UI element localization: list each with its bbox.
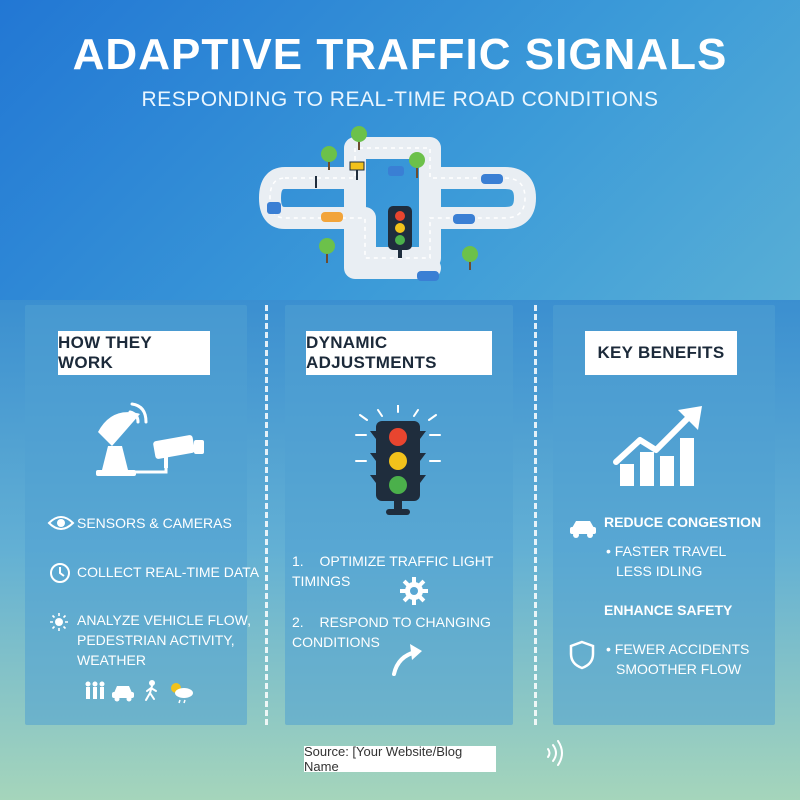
signal-waves-icon xyxy=(547,740,563,766)
list-item-text: RESPOND TO CHANGING CONDITIONS xyxy=(292,614,491,650)
people-icon xyxy=(85,681,105,699)
benefit-bullet: • FEWER ACCIDENTS xyxy=(606,641,750,657)
car-icon xyxy=(570,521,596,538)
list-item: COLLECT REAL-TIME DATA xyxy=(47,562,259,584)
traffic-light-icon xyxy=(355,405,441,515)
growth-chart-icon xyxy=(613,406,702,486)
list-item-text: ANALYZE VEHICLE FLOW, xyxy=(77,612,252,628)
benefit-title: ENHANCE SAFETY xyxy=(604,602,733,618)
shield-icon xyxy=(569,640,595,670)
trees xyxy=(319,126,478,270)
key-benefits-panel xyxy=(553,305,775,725)
how-they-work-panel xyxy=(25,305,247,725)
list-number: 1. xyxy=(292,553,304,569)
list-item: 1. OPTIMIZE TRAFFIC LIGHT TIMINGS xyxy=(292,551,512,591)
benefit-bullet: SMOOTHER FLOW xyxy=(616,661,742,677)
dynamic-adjustments-heading: DYNAMIC ADJUSTMENTS xyxy=(306,331,492,375)
key-benefits-heading: KEY BENEFITS xyxy=(585,331,737,375)
benefit-title: REDUCE CONGESTION xyxy=(604,514,762,530)
benefit-bullet: • FASTER TRAVEL xyxy=(606,543,727,559)
map-traffic-light-icon xyxy=(388,206,412,258)
list-item: SENSORS & CAMERAS xyxy=(47,513,232,533)
lane-divider xyxy=(265,305,268,725)
how-they-work-heading: HOW THEY WORK xyxy=(58,331,210,375)
weather-icon xyxy=(171,683,193,704)
eye-icon xyxy=(47,516,75,530)
source-label: Source: [Your Website/Blog Name xyxy=(304,744,496,774)
list-item-text: COLLECT REAL-TIME DATA xyxy=(77,564,260,580)
clock-icon xyxy=(50,563,70,583)
list-item-text: PEDESTRIAN ACTIVITY, xyxy=(77,632,235,648)
cars xyxy=(267,166,503,281)
lane-divider xyxy=(534,305,537,725)
list-item: 2. RESPOND TO CHANGING CONDITIONS xyxy=(292,612,512,652)
analysis-icons-row xyxy=(85,680,193,704)
page-subtitle: RESPONDING TO REAL-TIME ROAD CONDITIONS xyxy=(141,88,659,111)
list-item-text: OPTIMIZE TRAFFIC LIGHT TIMINGS xyxy=(292,553,494,589)
sun-icon xyxy=(50,613,68,631)
benefit-bullet: LESS IDLING xyxy=(616,563,703,579)
road-network-illustration xyxy=(259,126,536,281)
satellite-camera-icon xyxy=(96,402,204,476)
gear-icon xyxy=(400,577,428,605)
car-icon xyxy=(112,686,134,702)
list-item: ANALYZE VEHICLE FLOW, PEDESTRIAN ACTIVIT… xyxy=(47,610,251,670)
curved-arrow-icon xyxy=(392,644,422,676)
walking-person-icon xyxy=(145,680,157,701)
list-item-text: WEATHER xyxy=(77,652,146,668)
list-item-text: SENSORS & CAMERAS xyxy=(77,515,232,531)
list-number: 2. xyxy=(292,614,304,630)
page-title: ADAPTIVE TRAFFIC SIGNALS xyxy=(72,30,728,79)
